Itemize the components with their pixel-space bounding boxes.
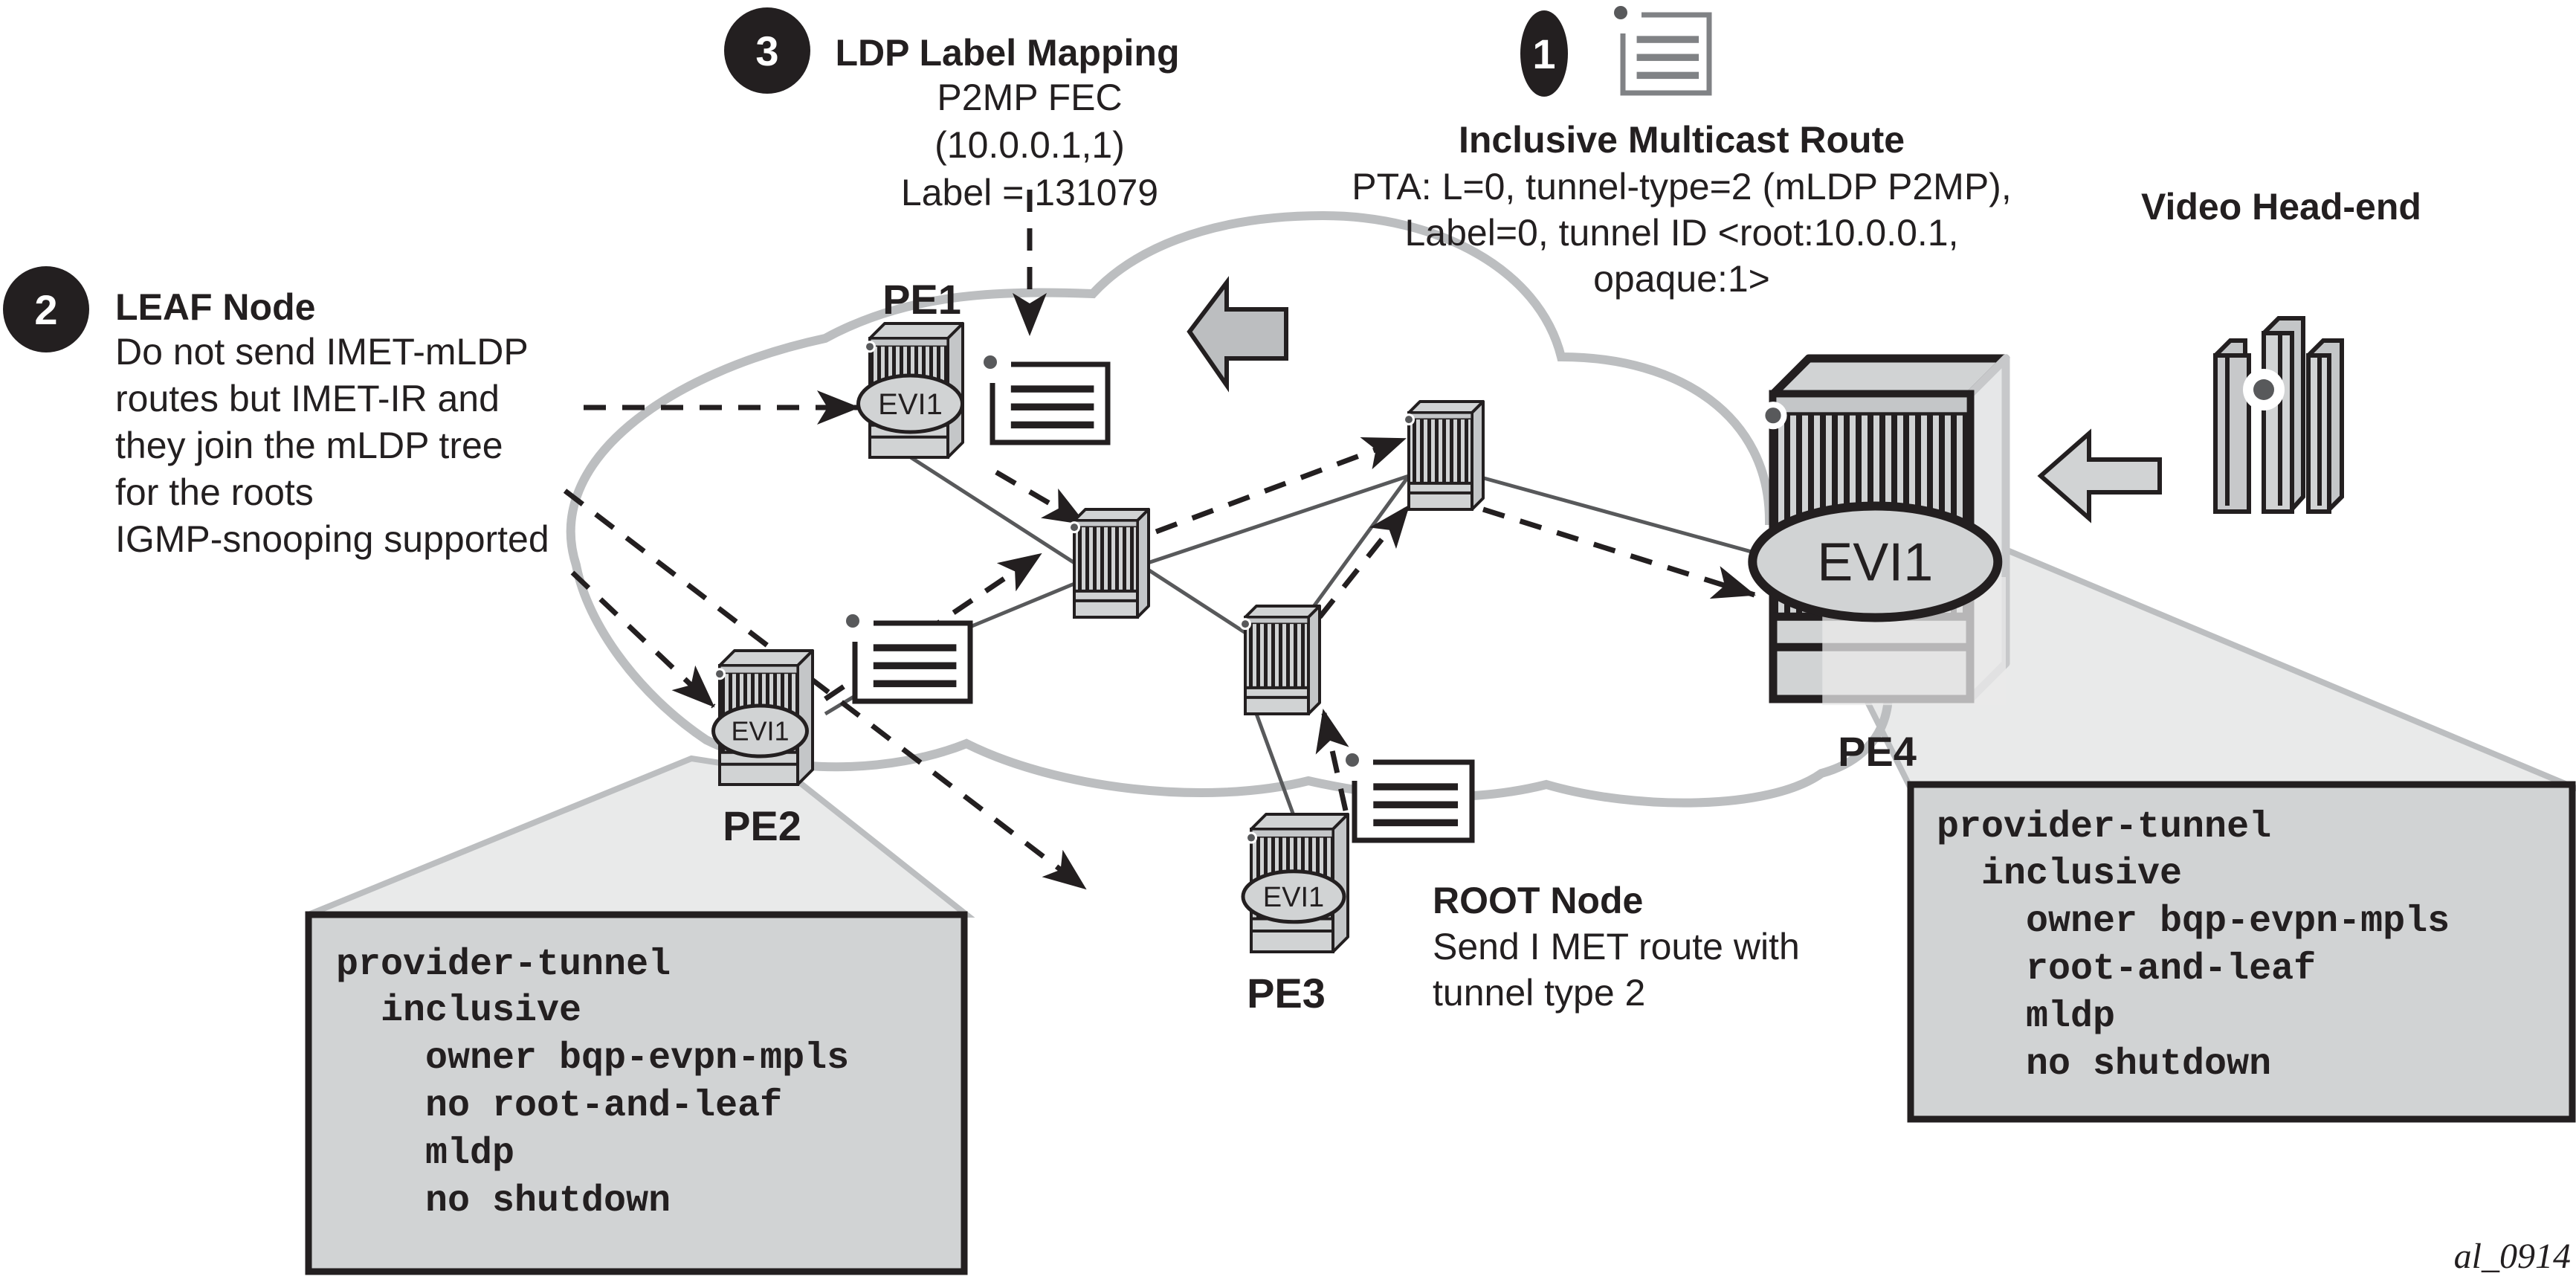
- status-led-icon: [716, 670, 723, 678]
- config-line: mldp: [336, 1133, 514, 1175]
- p-router-2[interactable]: [1239, 605, 1321, 715]
- step-1-badge: 1: [1520, 10, 1568, 97]
- config-line: provider-tunnel: [336, 944, 671, 986]
- step-3-title: LDP Label Mapping: [836, 32, 1180, 74]
- imet-route-icon-legend[interactable]: [1614, 6, 1712, 96]
- pe3-router[interactable]: EVI1: [1241, 813, 1349, 953]
- step-1-line: Label=0, tunnel ID <root:10.0.0.1,: [1405, 212, 1959, 254]
- status-led-icon: [1247, 834, 1255, 842]
- status-led-icon: [1765, 408, 1781, 424]
- step-3-line: P2MP FEC: [937, 77, 1122, 118]
- step-3-line: (10.0.0.1,1): [934, 124, 1125, 166]
- pe2-label: PE2: [723, 802, 801, 849]
- video-feed-arrow: [2037, 428, 2162, 524]
- config-line: no shutdown: [1937, 1043, 2271, 1086]
- config-line: provider-tunnel: [1937, 806, 2271, 848]
- vent-grille: [1410, 419, 1471, 483]
- pe2-router[interactable]: EVI1: [711, 649, 814, 786]
- evi-badge: [856, 373, 964, 434]
- step-3-line: Label = 131079: [901, 172, 1158, 213]
- video-headend-label: Video Head-end: [2141, 186, 2421, 228]
- svg-text:1: 1: [1532, 30, 1555, 77]
- evi-label: EVI1: [1817, 533, 1933, 593]
- svg-text:3: 3: [755, 28, 778, 74]
- status-led-icon: [1405, 416, 1413, 424]
- config-line: owner bqp-evpn-mpls: [336, 1037, 849, 1080]
- p-router-3[interactable]: [1403, 400, 1485, 511]
- vent-grille: [1076, 527, 1136, 591]
- vent-grille: [1247, 624, 1307, 688]
- config-line: mldp: [1937, 996, 2115, 1038]
- status-led-icon: [1071, 524, 1078, 532]
- step-1-title: Inclusive Multicast Route: [1459, 119, 1905, 161]
- p-router-1[interactable]: [1068, 508, 1150, 619]
- status-led-icon: [866, 343, 874, 351]
- root-node-line: tunnel type 2: [1433, 972, 1645, 1014]
- config-line: no shutdown: [336, 1180, 671, 1223]
- pe3-label: PE3: [1247, 970, 1326, 1017]
- route-dot-icon: [1346, 753, 1359, 767]
- evi-badge: [1241, 869, 1346, 924]
- pe2-callout-wedge: [307, 755, 975, 918]
- step-2-title: LEAF Node: [115, 286, 315, 328]
- pe4-router[interactable]: EVI1: [1748, 354, 2010, 706]
- step-1-line: opaque:1>: [1593, 258, 1770, 300]
- evi-label: EVI1: [878, 388, 943, 421]
- evi-badge: [1748, 501, 2003, 622]
- network-cloud: [566, 210, 1894, 808]
- pe4-config-box: provider-tunnel inclusive owner bqp-evpn…: [1907, 781, 2576, 1123]
- step-2-line: for the roots: [115, 471, 314, 513]
- route-dot-icon: [1614, 6, 1627, 19]
- step-2-line: they join the mLDP tree: [115, 425, 503, 466]
- pe1-label: PE1: [882, 276, 961, 323]
- step-2-line: routes but IMET-IR and: [115, 378, 500, 419]
- step-2-line: Do not send IMET-mLDP: [115, 331, 529, 373]
- pe4-label: PE4: [1838, 728, 1917, 775]
- video-headend-icon: [2213, 316, 2344, 514]
- step-2-badge: 2: [3, 266, 89, 352]
- route-dot-icon: [984, 355, 997, 369]
- route-dot-icon: [846, 614, 859, 628]
- config-line: root-and-leaf: [1937, 948, 2316, 991]
- status-led-icon: [1242, 620, 1249, 628]
- imet-route-icon-pe2[interactable]: [846, 614, 973, 704]
- step-3-badge: 3: [724, 7, 810, 94]
- route-propagation-arrow: [1187, 276, 1288, 393]
- evi-label: EVI1: [1263, 882, 1324, 913]
- svg-text:2: 2: [34, 286, 57, 333]
- figure-id: al_0914: [2454, 1237, 2571, 1276]
- config-line: inclusive: [1937, 853, 2182, 895]
- evi-label: EVI1: [731, 716, 789, 747]
- pe2-config-box: provider-tunnel inclusive owner bqp-evpn…: [305, 911, 968, 1275]
- evi-badge: [711, 703, 809, 758]
- step-2-line: IGMP-snooping supported: [115, 518, 549, 560]
- config-line: no root-and-leaf: [336, 1085, 782, 1127]
- config-line: owner bqp-evpn-mpls: [1937, 901, 2450, 943]
- leaf-to-pe3-flow: [563, 489, 1088, 891]
- step-1-line: PTA: L=0, tunnel-type=2 (mLDP P2MP),: [1352, 166, 2011, 207]
- root-node-line: Send I MET route with: [1433, 926, 1800, 967]
- root-node-title: ROOT Node: [1433, 880, 1643, 921]
- imet-route-icon-pe1[interactable]: [984, 355, 1111, 445]
- pe1-router[interactable]: EVI1: [856, 322, 964, 459]
- imet-route-icon-pe3[interactable]: [1346, 753, 1475, 843]
- config-line: inclusive: [336, 990, 581, 1032]
